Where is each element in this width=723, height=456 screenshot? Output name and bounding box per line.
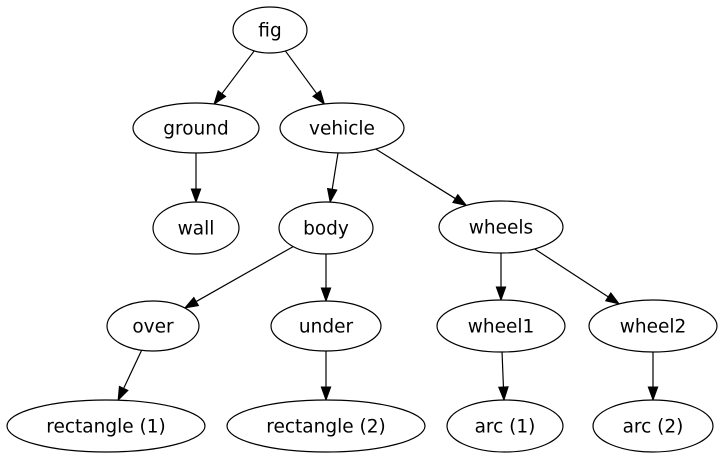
node-label-wheel1: wheel1 xyxy=(468,317,535,338)
arrowhead-wheel2-to-arc2 xyxy=(647,386,659,402)
node-label-fig: fig xyxy=(258,21,281,42)
arrowhead-body-to-under xyxy=(320,287,332,303)
node-wheels: wheels xyxy=(438,200,564,254)
edge-fig-to-ground xyxy=(221,50,255,95)
node-arc1: arc (1) xyxy=(446,399,564,453)
arrowhead-wheels-to-wheel2 xyxy=(604,292,621,305)
node-rectangle1: rectangle (1) xyxy=(6,399,206,453)
arrowhead-body-to-over xyxy=(183,296,200,309)
edge-over-to-rectangle1 xyxy=(123,349,143,389)
node-ellipse-arc2 xyxy=(592,399,714,453)
edge-body-to-over xyxy=(195,246,294,303)
node-ellipse-ground xyxy=(132,102,260,154)
node-ellipse-under xyxy=(270,300,382,352)
node-ellipse-over xyxy=(106,300,200,352)
node-label-arc2: arc (2) xyxy=(623,417,684,438)
node-ellipse-fig xyxy=(232,6,308,54)
node-label-under: under xyxy=(299,317,354,338)
node-ellipse-vehicle xyxy=(279,102,405,154)
node-label-ground: ground xyxy=(163,119,228,140)
node-arc2: arc (2) xyxy=(592,399,714,453)
node-vehicle: vehicle xyxy=(279,102,405,154)
node-label-body: body xyxy=(303,219,349,240)
node-label-rectangle2: rectangle (2) xyxy=(266,417,385,438)
arrowhead-fig-to-vehicle xyxy=(312,89,326,106)
node-ellipse-wheel2 xyxy=(588,299,718,353)
node-body: body xyxy=(278,201,374,255)
arrowhead-vehicle-to-body xyxy=(326,187,338,204)
node-wheel1: wheel1 xyxy=(436,299,566,353)
node-label-vehicle: vehicle xyxy=(309,119,375,140)
arrowhead-vehicle-to-wheels xyxy=(452,193,468,207)
arrowhead-wheel1-to-arc1 xyxy=(498,386,509,402)
node-label-rectangle1: rectangle (1) xyxy=(46,417,165,438)
node-ellipse-wheel1 xyxy=(436,299,566,353)
node-ellipse-wheels xyxy=(438,200,564,254)
node-ellipse-rectangle2 xyxy=(226,399,426,453)
arrowhead-fig-to-ground xyxy=(213,90,227,106)
arrowhead-over-to-rectangle1 xyxy=(117,385,129,402)
node-ellipse-rectangle1 xyxy=(6,399,206,453)
node-label-wheels: wheels xyxy=(469,218,533,239)
node-ellipse-wall xyxy=(152,201,240,255)
node-fig: fig xyxy=(232,6,308,54)
arrowhead-ground-to-wall xyxy=(190,188,202,204)
node-wall: wall xyxy=(152,201,240,255)
edge-vehicle-to-wheels xyxy=(375,148,456,200)
node-ellipse-arc1 xyxy=(446,399,564,453)
node-label-arc1: arc (1) xyxy=(475,417,536,438)
arrowhead-wheels-to-wheel1 xyxy=(495,286,507,302)
node-ellipse-body xyxy=(278,201,374,255)
edge-vehicle-to-body xyxy=(331,152,339,190)
node-label-wheel2: wheel2 xyxy=(620,317,687,338)
node-over: over xyxy=(106,300,200,352)
node-label-wall: wall xyxy=(178,219,215,240)
node-under: under xyxy=(270,300,382,352)
edge-fig-to-vehicle xyxy=(284,50,318,94)
edge-wheels-to-wheel2 xyxy=(534,248,609,298)
node-rectangle2: rectangle (2) xyxy=(226,399,426,453)
node-wheel2: wheel2 xyxy=(588,299,718,353)
node-label-over: over xyxy=(132,317,174,338)
arrowhead-under-to-rectangle2 xyxy=(320,386,332,402)
node-ground: ground xyxy=(132,102,260,154)
edge-wheel1-to-arc1 xyxy=(501,351,505,388)
